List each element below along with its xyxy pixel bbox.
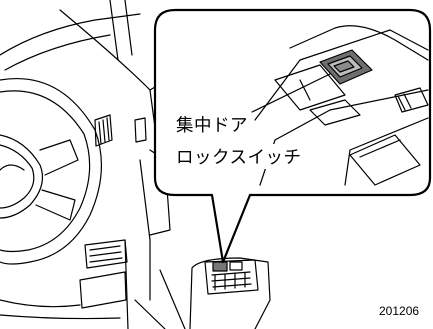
door-lock-switch-icon: [319, 49, 373, 85]
steering-wheel-icon: [0, 78, 102, 265]
central-door-lock-label-line2: ロックスイッチ: [174, 144, 304, 169]
dashboard-outline: [0, 0, 201, 329]
figure-number: 201206: [379, 304, 420, 318]
leader-line: [251, 73, 331, 113]
central-door-lock-label-line1: 集中ドア: [174, 112, 250, 137]
door-armrest-small: [189, 257, 271, 329]
